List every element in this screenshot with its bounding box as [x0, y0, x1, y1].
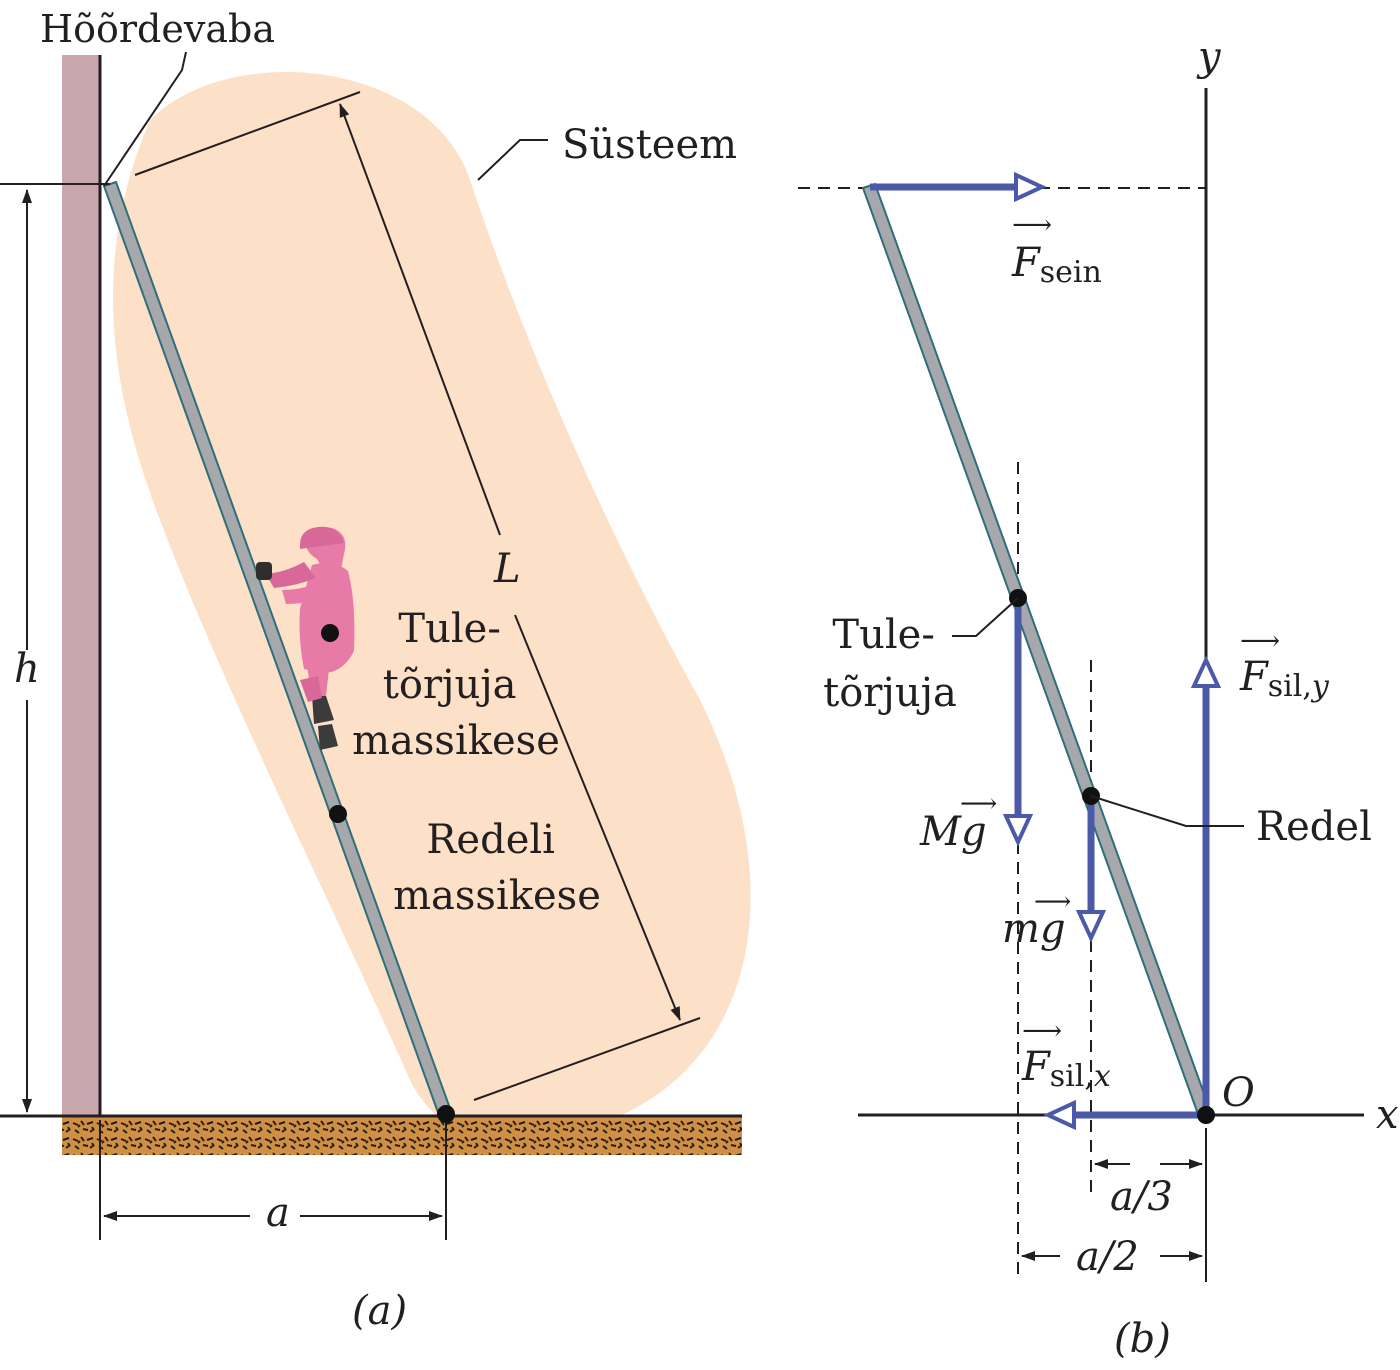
base-label: a	[266, 1190, 290, 1236]
force-floor-x-arrow	[1043, 1099, 1076, 1131]
weight-ladder-label: mg	[1002, 906, 1066, 952]
weight-firefighter-arrow	[1002, 814, 1034, 847]
firefighter-com-label: Tule- tõrjuja massikese	[352, 606, 560, 764]
weight-ladder-vector-arrow: ⟶	[1034, 887, 1071, 917]
ladder-center-of-mass-dot	[329, 805, 347, 823]
system-label: Süsteem	[562, 122, 737, 168]
weight-ladder-arrow	[1075, 910, 1107, 943]
force-wall-vector-arrow: ⟶	[1012, 208, 1052, 241]
firefighter-center-of-mass-dot	[321, 624, 339, 642]
ground	[62, 1117, 742, 1155]
dist-firefighter-label: a/2	[1076, 1234, 1139, 1280]
firefighter-figure	[256, 526, 355, 750]
force-floor-y-label: Fsil,y	[1239, 654, 1330, 704]
panel-b-caption: (b)	[1114, 1316, 1171, 1362]
panel-b: y x Fsein ⟶ Fsil,y ⟶ Fsil,x ⟶	[798, 34, 1399, 1362]
panel-a: Hõõrdevaba Süsteem h a L	[0, 7, 751, 1334]
force-wall-arrow	[1014, 171, 1047, 203]
ladder-foot-dot	[437, 1105, 455, 1123]
wall	[62, 55, 100, 1117]
ladder-com-label: Redeli massikese	[393, 817, 601, 919]
force-floor-y-arrow	[1190, 655, 1222, 688]
wall-label: Hõõrdevaba	[40, 7, 275, 51]
y-axis-label: y	[1196, 34, 1222, 80]
dist-ladder-label: a/3	[1110, 1174, 1173, 1220]
panel-a-caption: (a)	[352, 1288, 407, 1334]
origin-label: O	[1222, 1070, 1255, 1116]
force-wall-label: Fsein	[1011, 240, 1102, 290]
weight-firefighter-vector-arrow: ⟶	[960, 789, 997, 819]
firefighter-leader-b	[952, 597, 1019, 637]
weight-firefighter-label: Mg	[919, 809, 987, 855]
x-axis-label: x	[1376, 1092, 1399, 1138]
system-label-leader	[477, 139, 548, 181]
ladder-leader-b	[1090, 795, 1244, 827]
system-region	[112, 72, 751, 1141]
force-floor-y-vector-arrow: ⟶	[1240, 624, 1280, 657]
force-floor-x-vector-arrow: ⟶	[1022, 1014, 1062, 1047]
firefighter-label-b: Tule- tõrjuja	[823, 612, 957, 716]
wall-label-leader	[103, 51, 187, 187]
origin-point	[1197, 1106, 1215, 1124]
force-floor-x-label: Fsil,x	[1021, 1044, 1111, 1094]
length-dimension-line	[339, 103, 501, 536]
height-label: h	[14, 646, 40, 692]
ladder-label-b: Redel	[1256, 804, 1372, 850]
length-label: L	[493, 546, 521, 592]
